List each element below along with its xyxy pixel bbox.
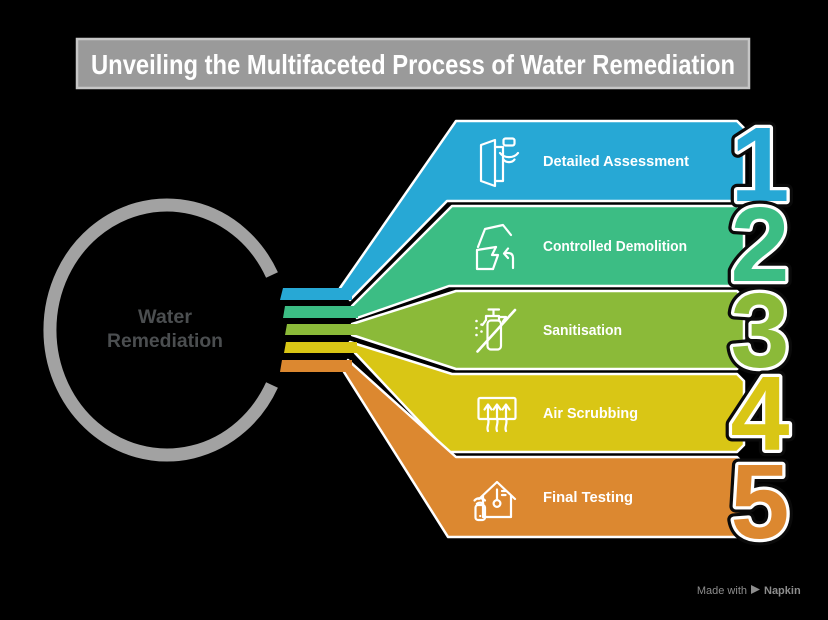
damaged-house-icon bbox=[475, 223, 515, 271]
hub-label-line2: Remediation bbox=[107, 331, 223, 352]
step-connector-strip bbox=[280, 360, 352, 372]
hub-ring bbox=[43, 198, 278, 462]
step-connector-strip bbox=[284, 342, 357, 353]
no-spray-icon bbox=[475, 308, 517, 353]
step-number: 3 bbox=[731, 272, 790, 390]
step-number: 4 bbox=[731, 355, 790, 473]
step-number: 5 bbox=[731, 443, 790, 561]
step-band-shape bbox=[350, 204, 746, 320]
step-label: Air Scrubbing bbox=[543, 406, 638, 422]
step-label: Detailed Assessment bbox=[543, 154, 689, 170]
hub-label-line1: Water bbox=[138, 307, 193, 328]
napkin-logo-icon bbox=[751, 585, 760, 594]
step-connector-strip bbox=[280, 288, 352, 300]
step-band-shape bbox=[338, 119, 746, 302]
air-vent-icon bbox=[477, 396, 517, 433]
step-number-outline: 2 bbox=[731, 186, 790, 304]
step-band-shape bbox=[342, 358, 746, 539]
step-number-outline: 4 bbox=[731, 355, 790, 473]
step-numbers: 1 1 2 2 3 3 4 4 5 5 bbox=[724, 100, 796, 568]
step-band-shape bbox=[350, 289, 746, 371]
step-number-outline: 5 bbox=[731, 443, 790, 561]
step-connector-strip bbox=[285, 324, 356, 335]
door-sensor-icon bbox=[479, 137, 520, 188]
title-box bbox=[75, 37, 751, 90]
step-number-outline: 1 bbox=[731, 106, 790, 224]
step-number: 1 bbox=[731, 106, 790, 224]
napkin-watermark[interactable]: Made with Napkin bbox=[697, 585, 801, 597]
step-number-outline: 3 bbox=[731, 272, 790, 390]
house-thermometer-icon bbox=[473, 480, 517, 522]
step-label: Final Testing bbox=[543, 490, 633, 506]
watermark-text: Made with bbox=[697, 585, 747, 597]
napkin-brand-text: Napkin bbox=[764, 585, 801, 597]
page-title: Unveiling the Multifaceted Process of Wa… bbox=[91, 49, 735, 80]
step-number: 2 bbox=[731, 186, 790, 304]
step-connector-strip bbox=[283, 306, 358, 318]
step-label: Sanitisation bbox=[543, 323, 622, 339]
step-label: Controlled Demolition bbox=[543, 239, 687, 255]
step-band-shape bbox=[348, 340, 746, 454]
